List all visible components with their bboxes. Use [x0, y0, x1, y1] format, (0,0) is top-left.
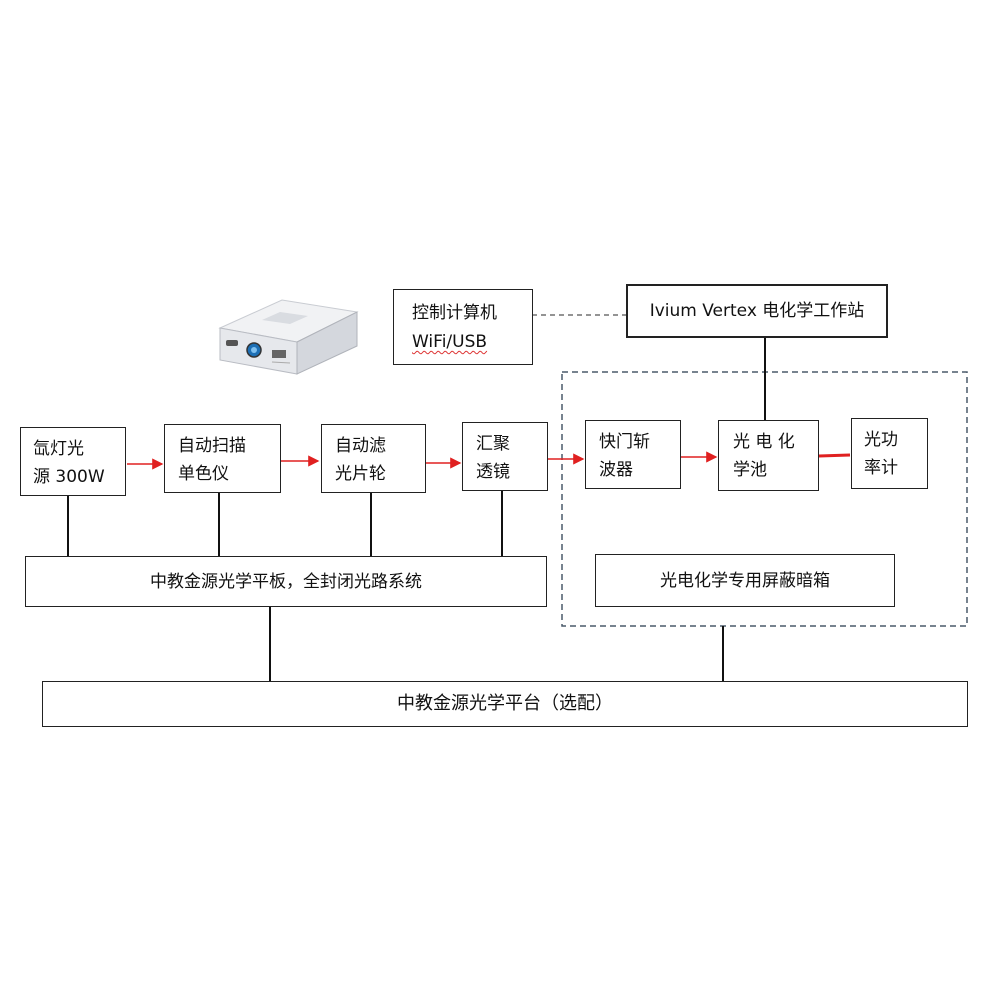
optical-platform-box: 中教金源光学平台（选配） — [42, 681, 968, 727]
shutter-chopper-box: 快门斩 波器 — [585, 420, 681, 489]
computer-label-line2: WiFi/USB — [412, 332, 488, 352]
control-computer-box: 控制计算机 WiFi/USB — [393, 289, 533, 365]
filter-label-line1: 自动滤 — [335, 436, 386, 456]
lens-label-line1: 汇聚 — [476, 434, 510, 454]
pec-cell-box: 光 电 化 学池 — [718, 420, 819, 491]
lamp-label-line2: 源 300W — [33, 467, 105, 487]
dark-box-label-box: 光电化学专用屏蔽暗箱 — [595, 554, 895, 607]
lens-label-line2: 透镜 — [476, 462, 510, 482]
plate-label: 中教金源光学平板，全封闭光路系统 — [150, 571, 422, 592]
monochromator-box: 自动扫描 单色仪 — [164, 424, 281, 493]
power-meter-box: 光功 率计 — [851, 418, 928, 489]
filter-wheel-box: 自动滤 光片轮 — [321, 424, 426, 493]
workstation-box: Ivium Vertex 电化学工作站 — [626, 284, 888, 338]
darkbox-label: 光电化学专用屏蔽暗箱 — [660, 570, 830, 591]
mono-label-line1: 自动扫描 — [178, 436, 246, 456]
power-label-line2: 率计 — [864, 458, 898, 478]
focusing-lens-box: 汇聚 透镜 — [462, 422, 548, 491]
platform-label: 中教金源光学平台（选配） — [397, 693, 613, 714]
optical-plate-box: 中教金源光学平板，全封闭光路系统 — [25, 556, 547, 607]
filter-label-line2: 光片轮 — [335, 464, 386, 484]
lamp-label-line1: 氙灯光 — [33, 439, 84, 459]
cell-label-line2: 学池 — [733, 460, 767, 480]
chopper-label-line1: 快门斩 — [599, 432, 650, 452]
power-supply-device-icon — [218, 299, 359, 375]
mono-label-line2: 单色仪 — [178, 464, 229, 484]
workstation-label: Ivium Vertex 电化学工作站 — [649, 301, 865, 321]
link-cell-power — [818, 453, 851, 458]
chopper-label-line2: 波器 — [599, 460, 633, 480]
cell-label-line1: 光 电 化 — [733, 432, 795, 452]
xenon-lamp-box: 氙灯光 源 300W — [20, 427, 126, 496]
power-label-line1: 光功 — [864, 430, 898, 450]
computer-label-line1: 控制计算机 — [412, 303, 497, 323]
